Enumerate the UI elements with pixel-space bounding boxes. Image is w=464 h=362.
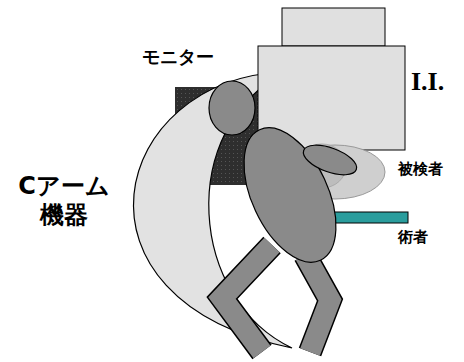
operator [209,81,360,352]
patient-label: 被検者 [398,160,443,178]
ii-label: I.I. [411,66,444,97]
ii-top-box [282,8,385,46]
monitor-label: モニター [142,46,214,68]
operator-label: 術者 [398,228,428,246]
c-arm-label: Cアーム 機器 [4,172,124,230]
